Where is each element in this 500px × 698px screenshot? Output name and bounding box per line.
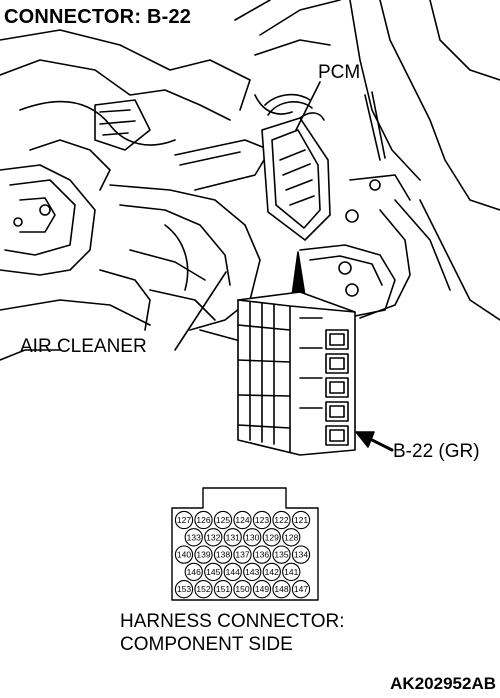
pcm-label: PCM — [318, 62, 361, 83]
pin-127: 127 — [174, 510, 194, 530]
pin-label: 142 — [265, 567, 279, 577]
pin-label: 131 — [226, 532, 240, 542]
pin-label: 153 — [177, 584, 191, 594]
pin-label: 147 — [294, 584, 308, 594]
harness-connector-face: 127 126 125 124 123 122 121 133 132 131 130 129 128 1… — [171, 487, 319, 601]
caption-line-1: HARNESS CONNECTOR: — [120, 611, 345, 632]
pin-label: 152 — [196, 584, 210, 594]
pin-label: 143 — [245, 567, 259, 577]
pin-label: 132 — [206, 532, 220, 542]
pin-label: 144 — [226, 567, 240, 577]
pin-label: 127 — [177, 515, 191, 525]
connector-terminal-slots — [325, 329, 349, 446]
pin-150: 150 — [233, 580, 252, 599]
pin-124: 124 — [233, 510, 252, 530]
pin-139: 139 — [194, 545, 213, 564]
pin-146: 146 — [184, 562, 203, 582]
bolt-heads — [13, 179, 381, 297]
pin-143: 143 — [243, 562, 262, 582]
figure-code: AK202952AB — [390, 674, 496, 693]
pin-138: 138 — [213, 545, 233, 564]
pin-label: 146 — [187, 567, 201, 577]
pin-152: 152 — [194, 580, 213, 599]
pin-132: 132 — [204, 528, 223, 547]
air-cleaner-leader-line — [174, 271, 227, 351]
pin-label: 126 — [196, 515, 210, 525]
pin-149: 149 — [252, 580, 272, 599]
pin-label: 145 — [206, 567, 220, 577]
air-cleaner-label: AIR CLEANER — [20, 336, 147, 357]
pin-label: 139 — [196, 550, 210, 560]
pin-153: 153 — [174, 580, 194, 599]
pin-label: 129 — [265, 532, 279, 542]
pin-label: 133 — [187, 532, 201, 542]
pcm-leader-line — [295, 81, 321, 131]
pin-148: 148 — [272, 580, 291, 599]
pin-label: 140 — [177, 550, 191, 560]
pin-label: 122 — [274, 515, 288, 525]
pin-144: 144 — [223, 562, 242, 582]
connector-label: B-22 (GR) — [393, 441, 480, 462]
pin-136: 136 — [252, 545, 272, 564]
connector-title: CONNECTOR: B-22 — [4, 6, 192, 28]
pin-label: 136 — [255, 550, 269, 560]
pin-137: 137 — [233, 545, 252, 564]
pcm-unit — [261, 101, 331, 241]
pin-151: 151 — [213, 580, 233, 599]
pin-142: 142 — [262, 562, 281, 582]
pin-140: 140 — [174, 545, 194, 564]
pin-label: 151 — [216, 584, 230, 594]
pin-label: 128 — [284, 532, 298, 542]
pin-label: 141 — [284, 567, 298, 577]
pin-131: 131 — [223, 528, 242, 547]
pin-label: 130 — [245, 532, 259, 542]
pin-label: 123 — [255, 515, 269, 525]
pin-label: 148 — [274, 584, 288, 594]
pin-123: 123 — [252, 510, 272, 530]
connector-pointer-arrow — [355, 431, 394, 452]
pin-label: 121 — [294, 515, 308, 525]
pin-130: 130 — [243, 528, 262, 547]
pin-141: 141 — [282, 562, 301, 582]
pin-122: 122 — [272, 510, 291, 530]
pin-147: 147 — [291, 580, 311, 599]
pin-label: 137 — [235, 550, 249, 560]
pin-label: 134 — [294, 550, 308, 560]
pin-label: 149 — [255, 584, 269, 594]
pin-133: 133 — [184, 528, 203, 547]
pin-label: 124 — [235, 515, 249, 525]
connector-pin-grid: 127 126 125 124 123 122 121 133 132 131 130 129 128 1… — [174, 510, 311, 599]
pin-135: 135 — [272, 545, 291, 564]
pin-125: 125 — [213, 510, 233, 530]
pin-label: 125 — [216, 515, 230, 525]
pin-134: 134 — [291, 545, 311, 564]
pin-128: 128 — [282, 528, 301, 547]
pin-126: 126 — [194, 510, 213, 530]
pin-label: 138 — [216, 550, 230, 560]
pin-121: 121 — [291, 510, 311, 530]
caption-line-2: COMPONENT SIDE — [120, 634, 293, 655]
pin-129: 129 — [262, 528, 281, 547]
pcm-to-connector-arrow — [291, 251, 306, 297]
pin-145: 145 — [204, 562, 223, 582]
pin-label: 150 — [235, 584, 249, 594]
pin-label: 135 — [274, 550, 288, 560]
